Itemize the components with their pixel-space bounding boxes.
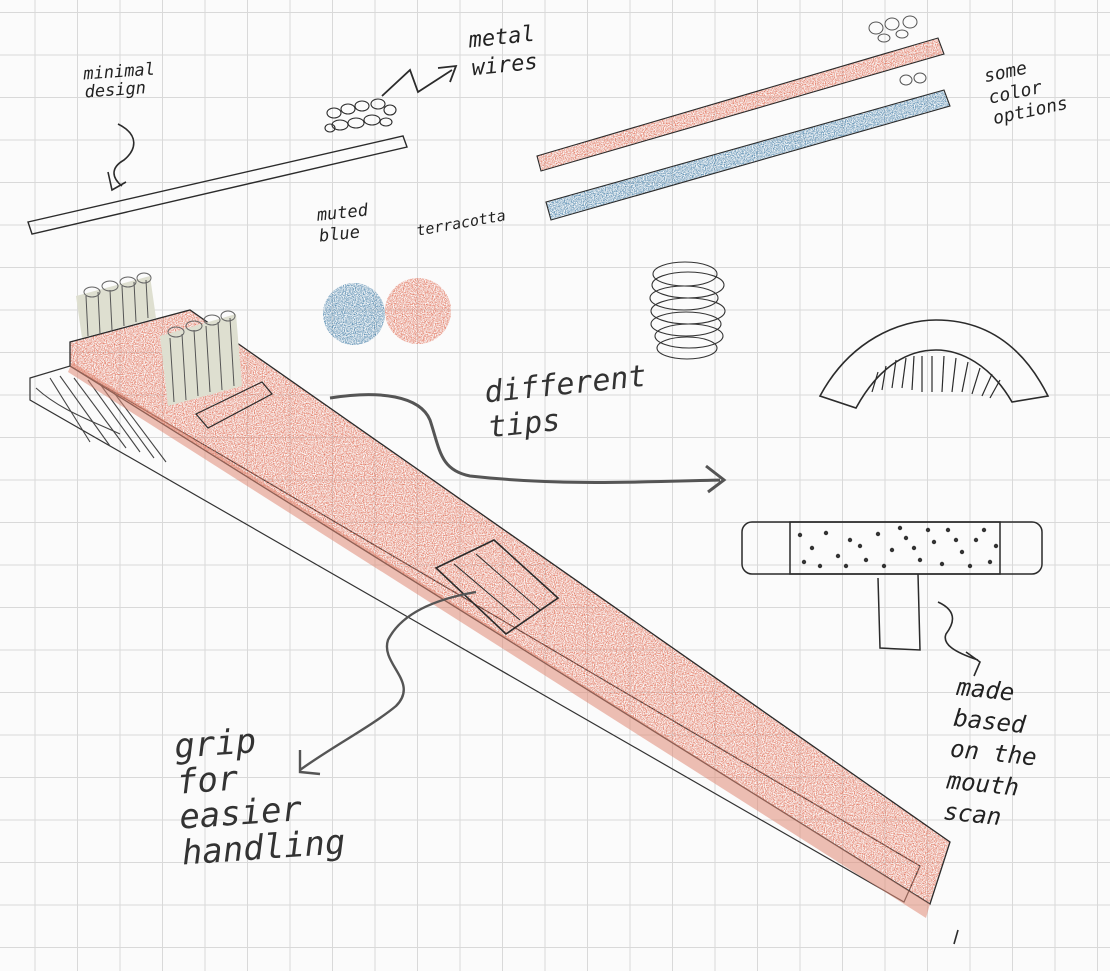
mouth-scan-label: made based on the mouth scan	[942, 672, 1038, 831]
metal-wires-arrow	[381, 64, 458, 97]
pencil-mark	[953, 929, 959, 945]
grip-arrow	[298, 590, 477, 776]
grip-label: grip for easier handling	[173, 721, 347, 874]
minimal-design-label: minimal design	[82, 59, 156, 103]
metal-wires-label: metal wires	[467, 21, 539, 81]
mouth-scan-arrow	[937, 601, 981, 677]
blue-brush-option	[545, 72, 951, 221]
spring-wire-sketch	[649, 261, 726, 360]
main-bristles-front	[160, 310, 242, 406]
terracotta-swatch	[385, 278, 451, 344]
minimal-arrow	[107, 123, 135, 192]
different-tips-arrow	[329, 393, 727, 494]
main-toothbrush-sketch	[29, 272, 951, 918]
mouth-scan-tip	[741, 521, 1043, 651]
grip-panel	[434, 539, 560, 636]
terracotta-brush-option	[536, 15, 945, 172]
minimal-bristles	[324, 98, 397, 133]
muted-blue-swatch	[323, 283, 385, 345]
muted-blue-label: muted blue	[315, 200, 369, 247]
minimal-toothbrush-sketch	[27, 98, 408, 235]
main-bristles-back	[76, 272, 156, 338]
curved-brush-tip	[818, 319, 1050, 409]
